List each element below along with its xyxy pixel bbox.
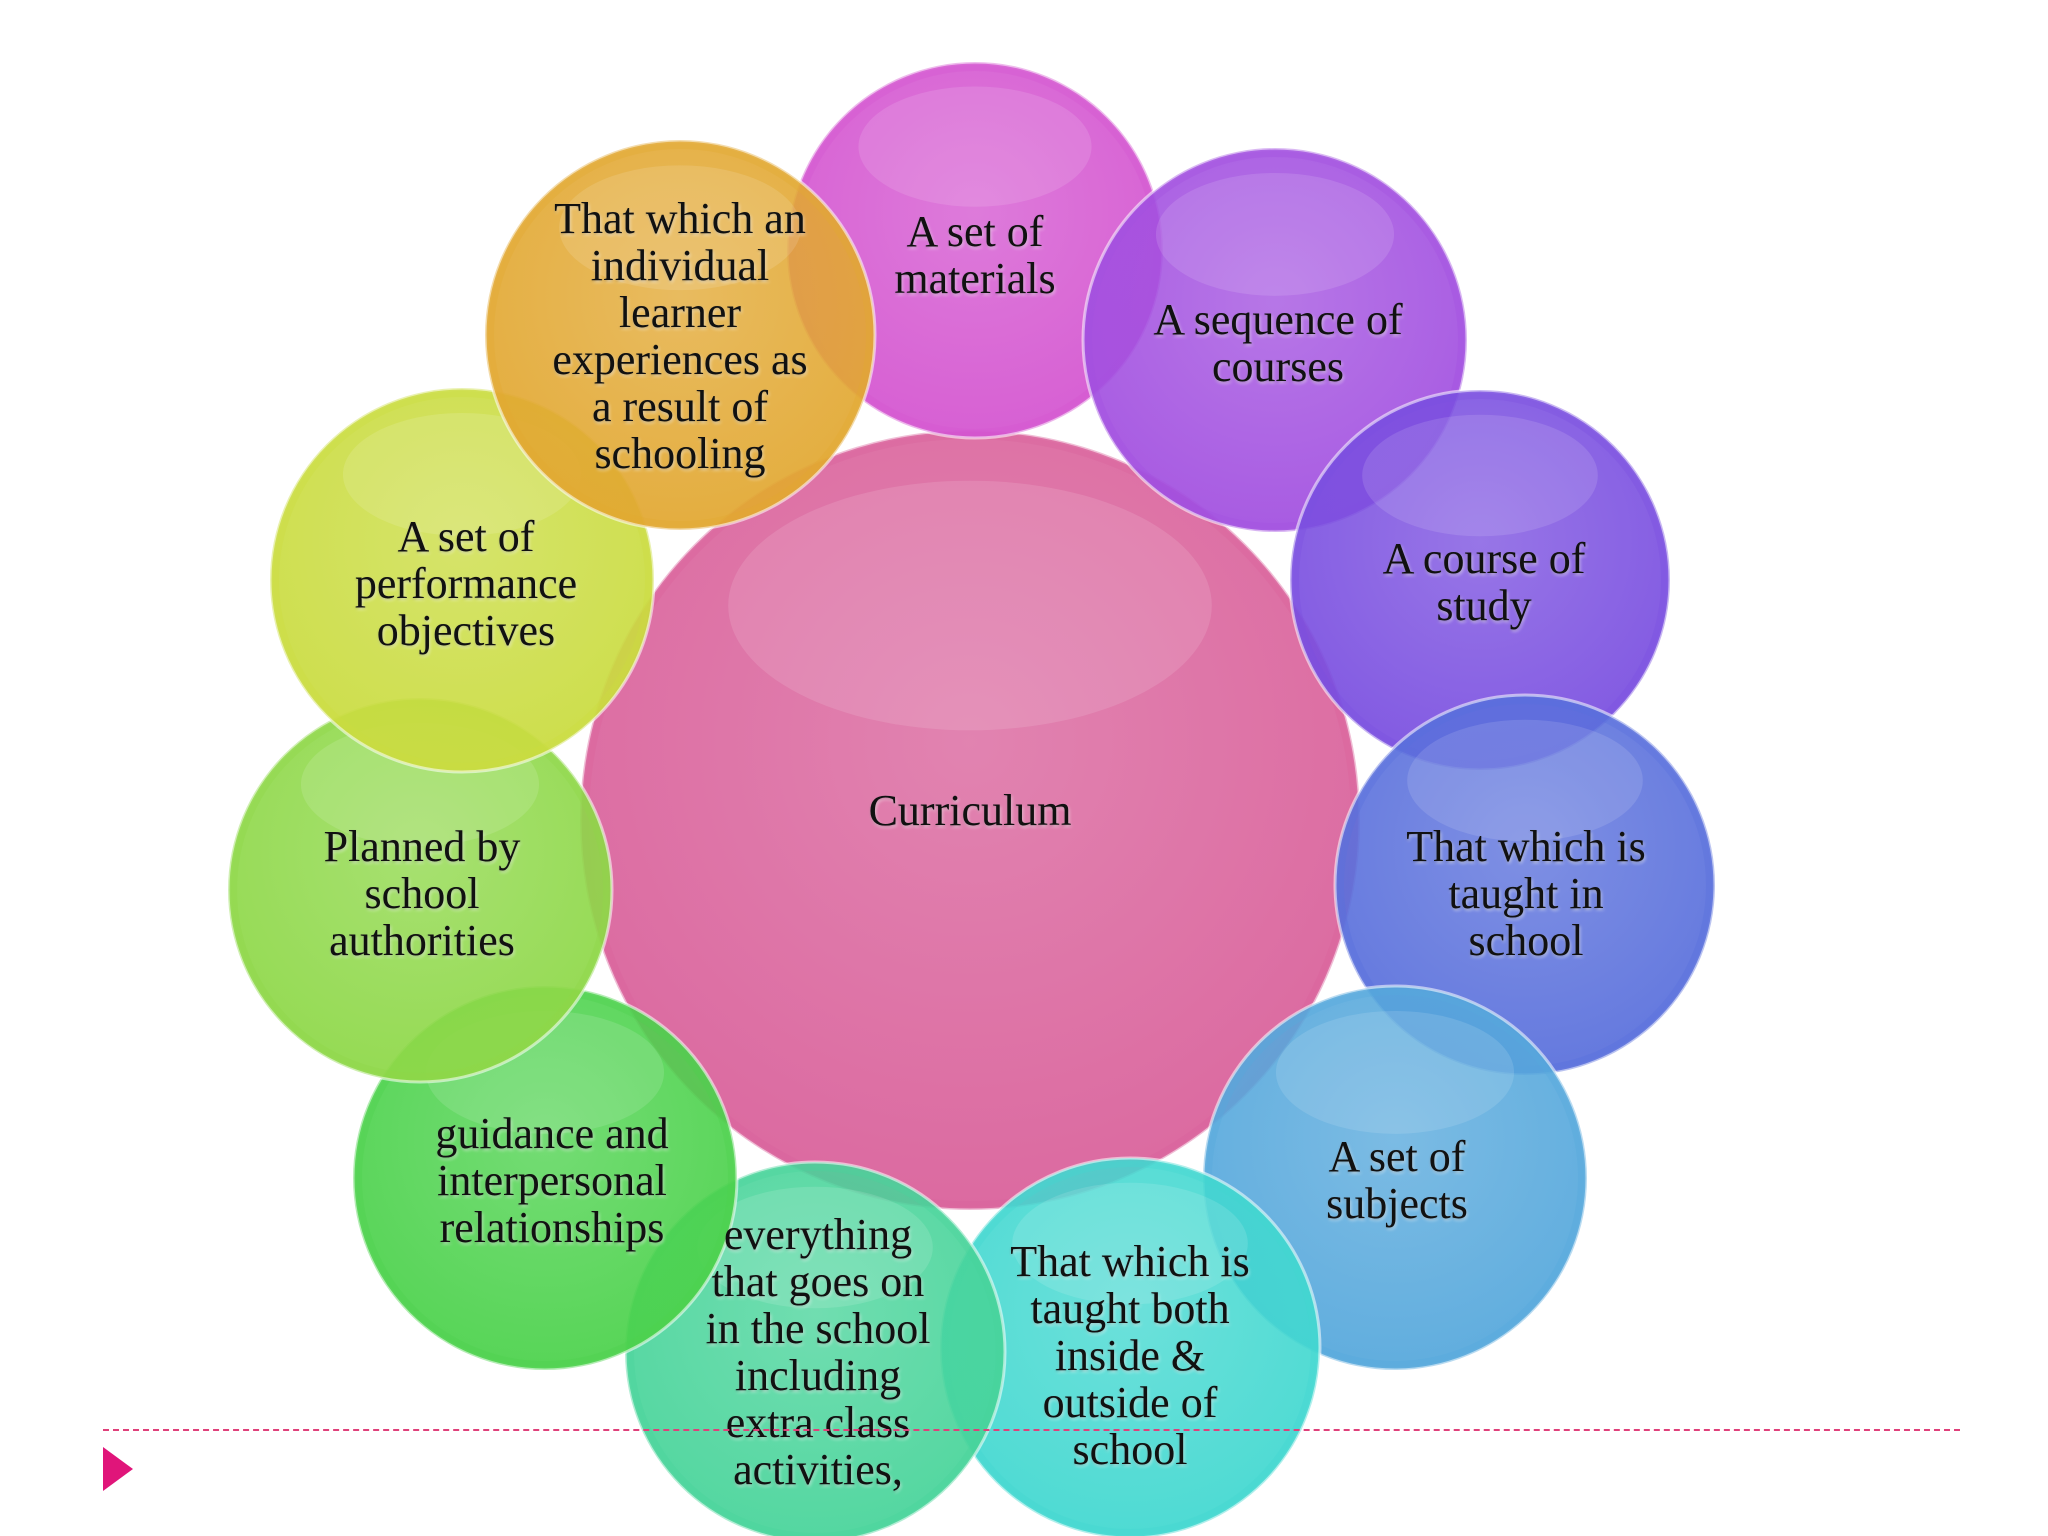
node-circle-learner bbox=[483, 138, 877, 532]
node-label-line: courses bbox=[1212, 342, 1344, 391]
node-label-line: taught in bbox=[1448, 868, 1604, 918]
node-label-line: objectives bbox=[376, 605, 556, 655]
node-label-line: learner bbox=[618, 288, 742, 337]
node-label-line: outside of bbox=[1042, 1377, 1218, 1427]
node-label-line: study bbox=[1436, 581, 1532, 630]
node-label-line: school bbox=[1468, 915, 1584, 965]
node-label-line: inside & bbox=[1054, 1330, 1206, 1380]
node-label-line: experiences as bbox=[552, 335, 808, 384]
node-circle-taught-school bbox=[1333, 693, 1717, 1077]
node-label-line: That which is bbox=[1406, 821, 1646, 871]
node-label-line: individual bbox=[590, 241, 770, 290]
node-label-line: in the school bbox=[705, 1304, 931, 1353]
node-label-line: school bbox=[1072, 1424, 1188, 1474]
node-label-line: relationships bbox=[439, 1202, 665, 1252]
node-label-line: A set of bbox=[397, 511, 535, 561]
node-label-line: schooling bbox=[594, 429, 766, 478]
triangle-right-icon bbox=[103, 1447, 133, 1491]
node-label-line: including bbox=[734, 1351, 902, 1400]
node-label-line: A course of bbox=[1382, 534, 1586, 583]
node-label-line: everything bbox=[723, 1210, 913, 1259]
node-label-line: extra class bbox=[725, 1398, 911, 1447]
node-label-line: school bbox=[364, 868, 480, 918]
node-label-line: subjects bbox=[1326, 1179, 1468, 1228]
node-label-line: A sequence of bbox=[1153, 295, 1403, 344]
node-label-line: materials bbox=[894, 254, 1056, 303]
footer-divider bbox=[103, 1429, 1960, 1431]
node-label-line: That which is bbox=[1010, 1236, 1250, 1286]
node-label-line: A set of bbox=[1328, 1132, 1466, 1181]
node-label-line: authorities bbox=[329, 915, 515, 965]
node-label-line: taught both bbox=[1030, 1283, 1230, 1333]
node-label-line: that goes on bbox=[711, 1257, 925, 1306]
node-label-line: Planned by bbox=[323, 821, 521, 871]
node-circle-course-study bbox=[1288, 388, 1672, 772]
node-label-line: activities, bbox=[733, 1445, 903, 1494]
center-label: Curriculum bbox=[868, 785, 1072, 835]
node-label-line: A set of bbox=[906, 207, 1044, 256]
node-label-line: performance bbox=[354, 558, 578, 608]
node-label-line: a result of bbox=[592, 382, 768, 431]
node-label-line: guidance and bbox=[435, 1108, 669, 1158]
node-label-line: That which an bbox=[554, 194, 806, 243]
node-label-line: interpersonal bbox=[437, 1155, 667, 1205]
